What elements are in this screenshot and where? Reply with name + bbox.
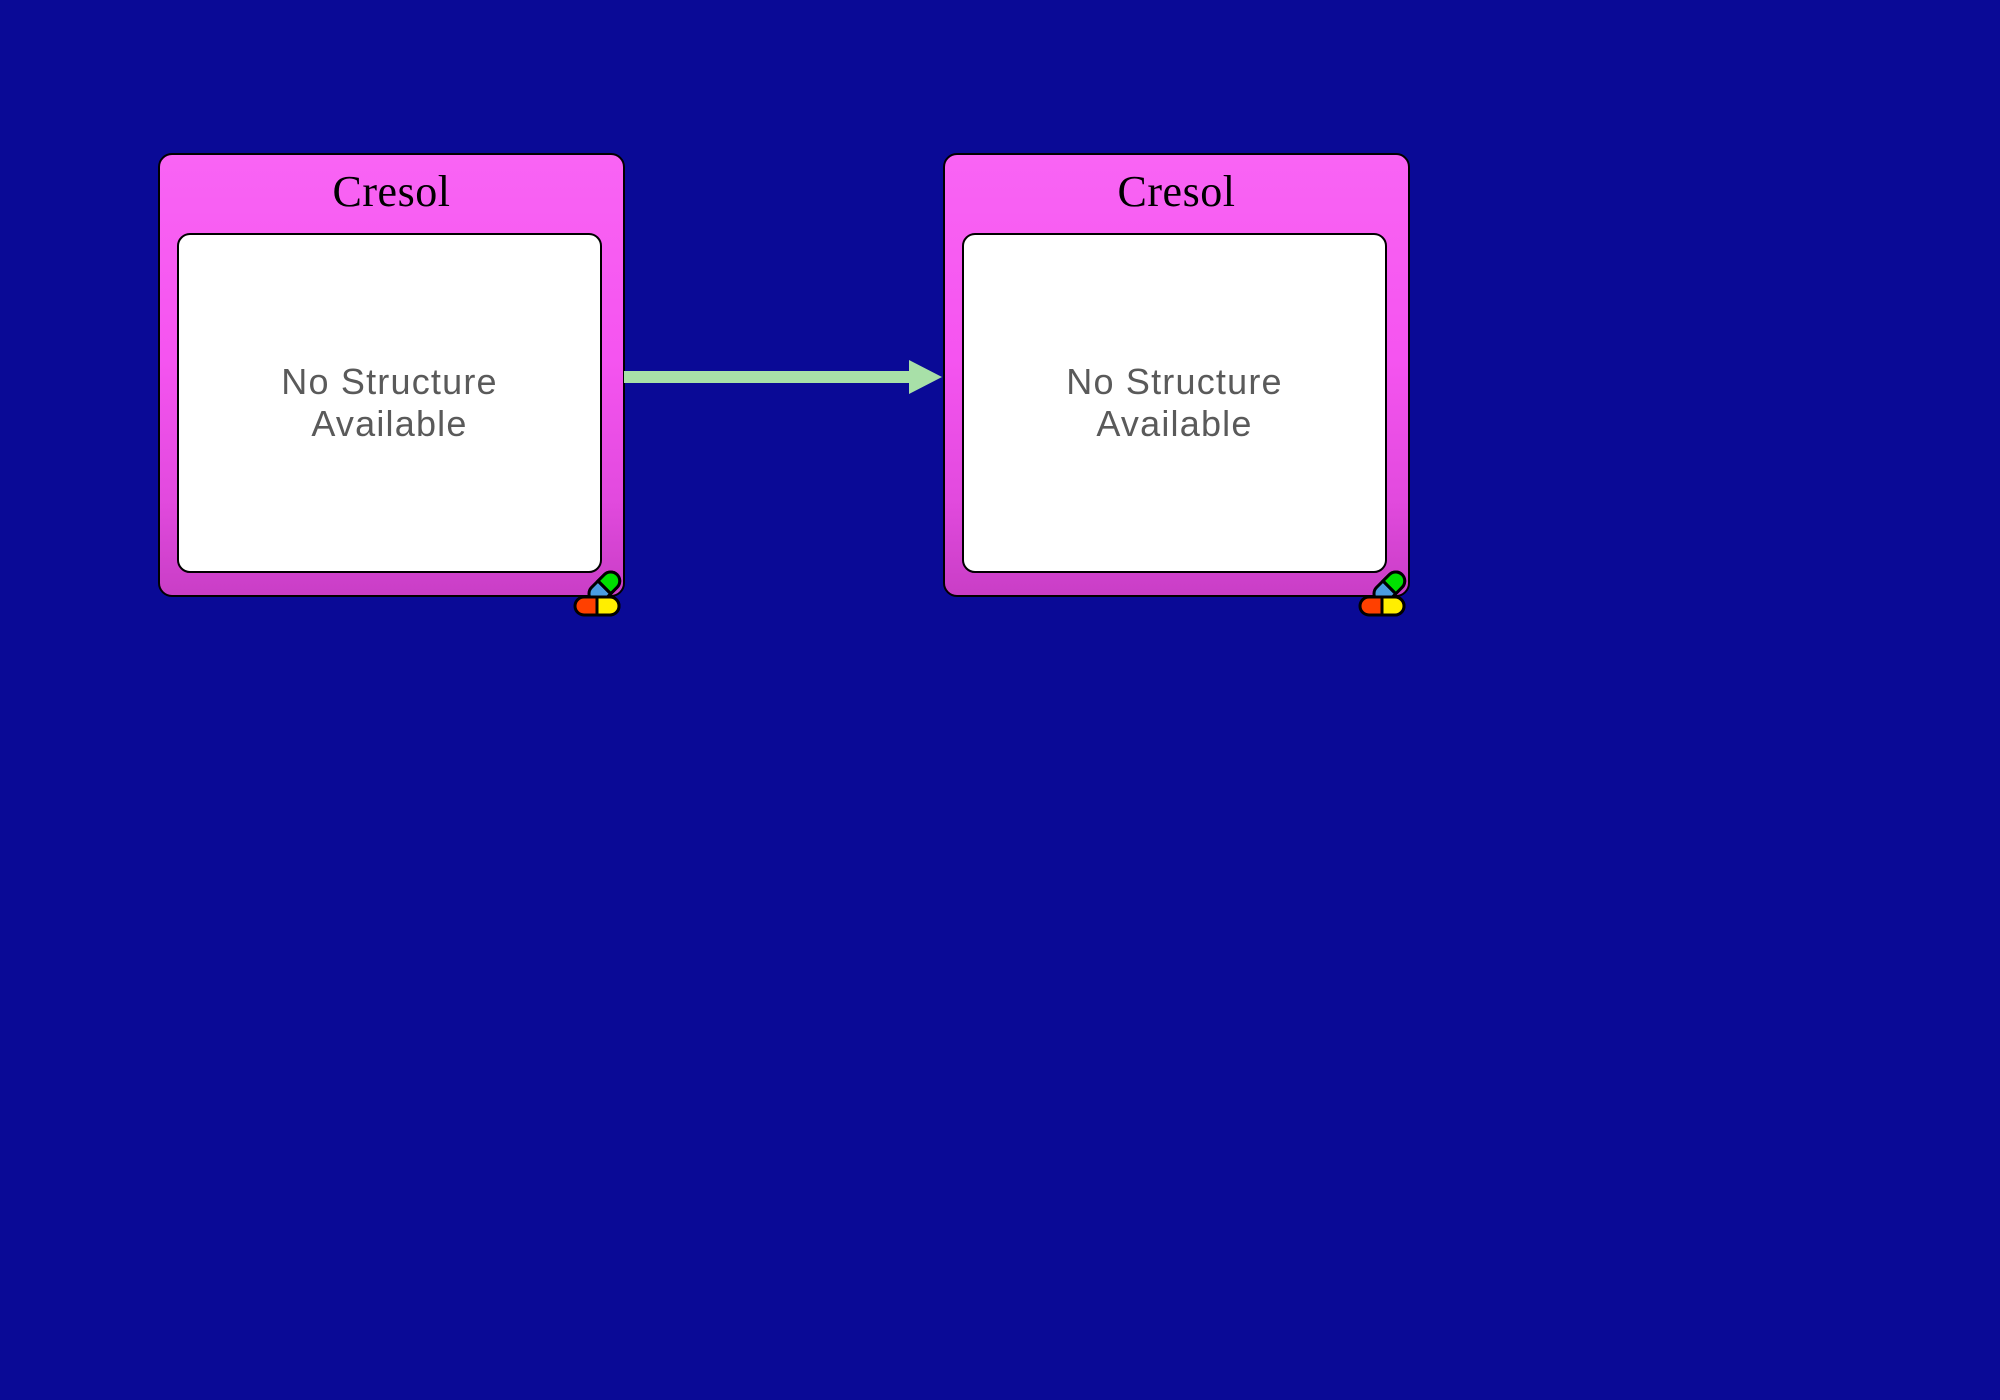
node-title-left: Cresol bbox=[332, 167, 451, 216]
compound-node-left[interactable]: Cresol No Structure Available bbox=[158, 153, 625, 617]
node-body-right: No Structure Available bbox=[962, 233, 1387, 573]
no-structure-available-text-left: No Structure Available bbox=[281, 360, 498, 444]
node-body-left: No Structure Available bbox=[177, 233, 602, 573]
compound-node-right[interactable]: Cresol No Structure Available bbox=[943, 153, 1410, 617]
pills-icon[interactable] bbox=[1358, 563, 1418, 617]
node-header-right: Cresol bbox=[945, 155, 1408, 233]
pills-icon[interactable] bbox=[573, 563, 633, 617]
no-structure-available-text-right: No Structure Available bbox=[1066, 360, 1283, 444]
node-header-left: Cresol bbox=[160, 155, 623, 233]
node-title-right: Cresol bbox=[1117, 167, 1236, 216]
reaction-arrow bbox=[624, 360, 942, 394]
